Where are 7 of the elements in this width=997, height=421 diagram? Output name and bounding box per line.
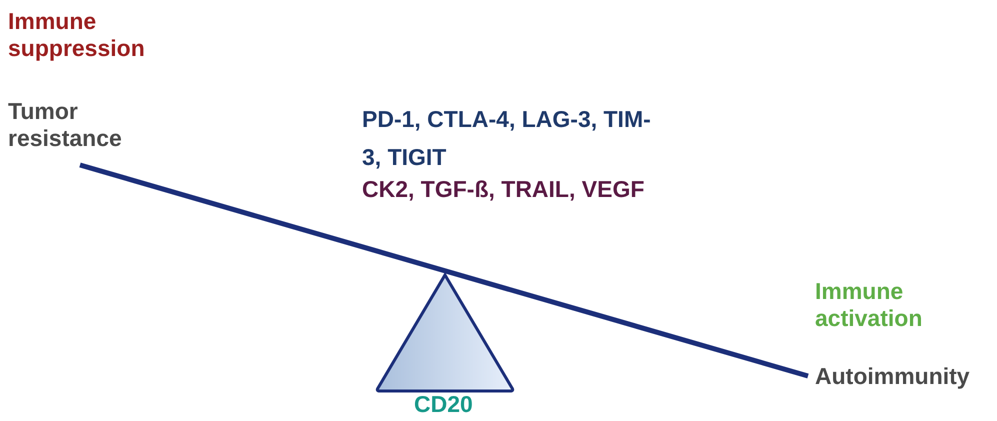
heading-text: Immune suppression bbox=[8, 8, 146, 62]
side-label: Autoimmunity bbox=[815, 363, 971, 390]
fulcrum-label: CD20 bbox=[414, 391, 473, 418]
factor-list: CK2, TGF-ß, TRAIL, VEGF bbox=[362, 176, 722, 203]
side-label: Tumor resistance bbox=[8, 98, 123, 152]
heading-text: Immune activation bbox=[815, 278, 924, 332]
checkpoint-list: PD-1, CTLA-4, LAG-3, TIM-3, TIGIT bbox=[362, 100, 662, 176]
